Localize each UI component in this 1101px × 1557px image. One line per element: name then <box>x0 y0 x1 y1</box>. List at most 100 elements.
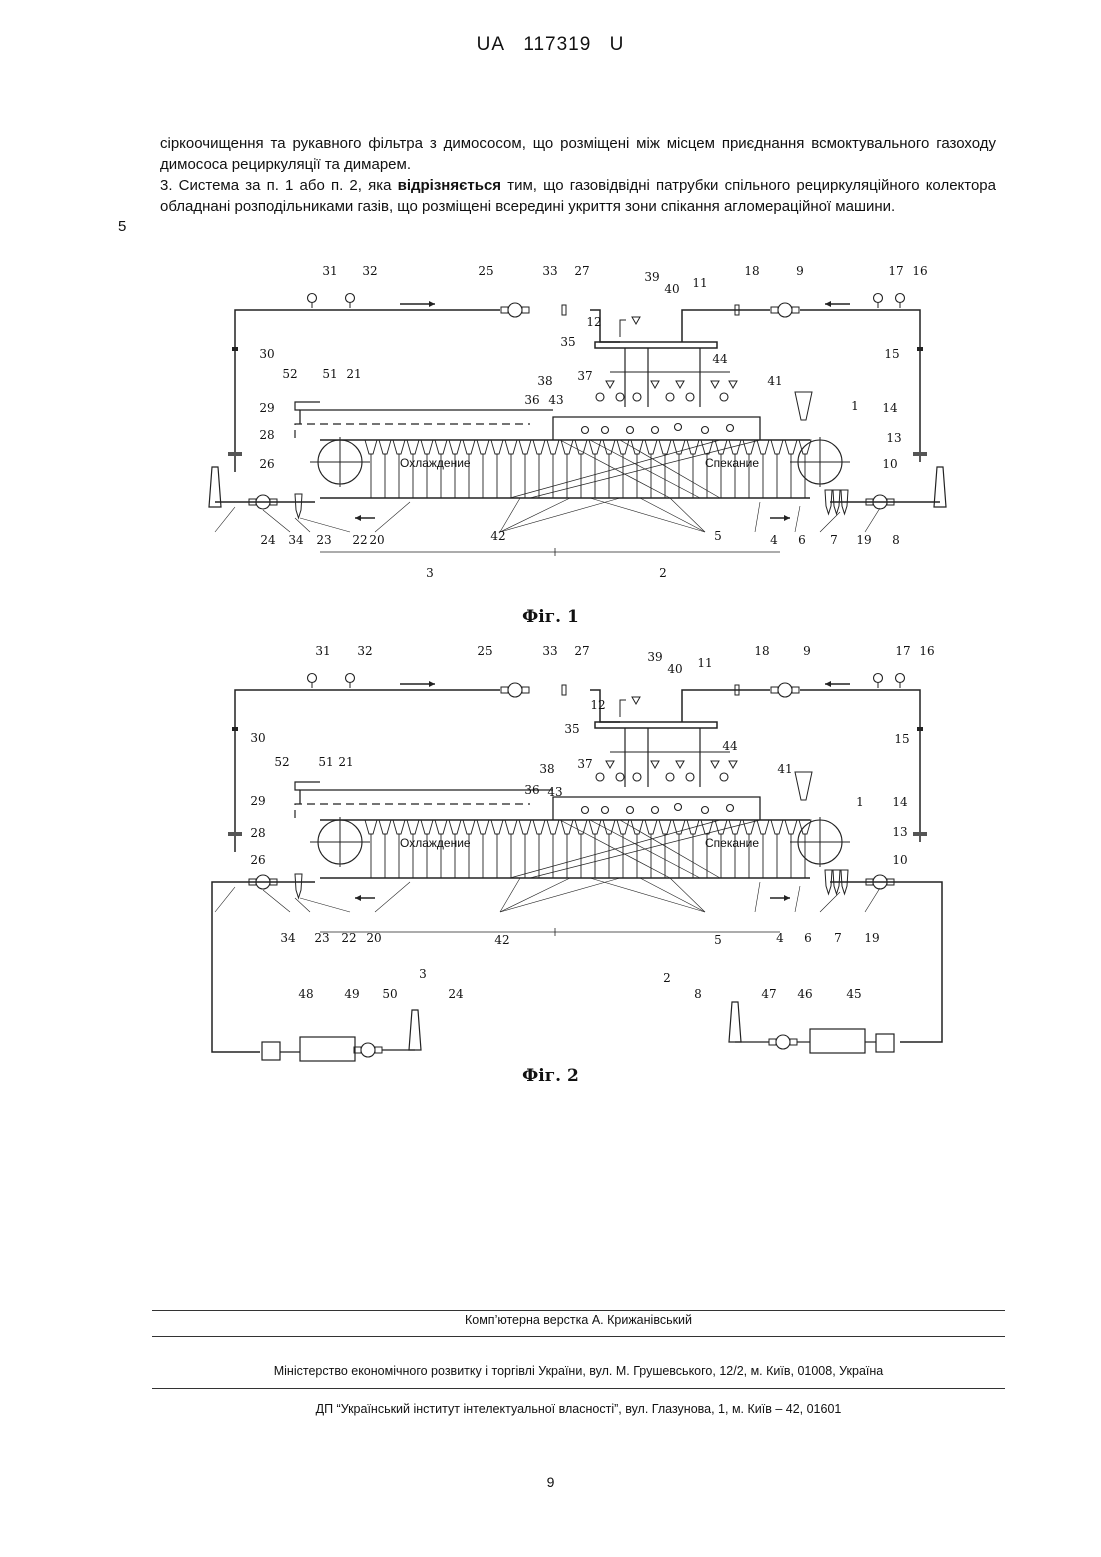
fan-inlet <box>769 1039 776 1045</box>
ref-label-13: 13 <box>892 825 907 839</box>
ref-label-31: 31 <box>315 644 330 658</box>
wind-box <box>561 440 573 454</box>
instrument-38 <box>596 393 604 401</box>
ref-label-26: 26 <box>259 457 274 471</box>
recirc-pipe-right <box>800 310 920 462</box>
leader-line <box>263 890 290 912</box>
leader-line <box>375 502 410 532</box>
ref-label-42: 42 <box>494 933 509 947</box>
ref-label-43: 43 <box>548 393 563 407</box>
patent-country: UA <box>477 34 505 55</box>
wind-box <box>715 440 727 454</box>
wind-box <box>435 820 447 834</box>
charging-hopper <box>795 392 812 420</box>
ref-label-13: 13 <box>886 431 901 445</box>
wind-box <box>659 820 671 834</box>
wind-box <box>435 440 447 454</box>
wind-box <box>659 440 671 454</box>
ref-label-10: 10 <box>882 457 897 471</box>
hood-52 <box>295 782 320 790</box>
recirc-pipe-left <box>235 310 500 317</box>
ref-label-46: 46 <box>797 987 812 1001</box>
ref-label-6: 6 <box>798 533 806 547</box>
ref-label-5: 5 <box>714 529 722 543</box>
pipe-to-cleaning-right <box>900 882 942 1042</box>
instrument-43 <box>675 424 682 431</box>
ref-label-24: 24 <box>448 987 464 1001</box>
valve-33 <box>562 305 566 315</box>
instrument-43 <box>602 427 609 434</box>
ref-label-26: 26 <box>250 853 265 867</box>
patent-kind: U <box>610 34 625 55</box>
distributor-37 <box>711 381 719 388</box>
ref-label-40: 40 <box>664 282 679 296</box>
figure-2: ОхлаждениеСпекание3132253327394011189171… <box>200 642 960 1062</box>
chimney-8-icon <box>729 1002 741 1042</box>
bag-filter-49 <box>300 1037 355 1061</box>
figure-2-label: Фіг. 2 <box>0 1066 1101 1086</box>
ref-label-21: 21 <box>346 367 361 381</box>
fan-outlet <box>792 687 799 693</box>
ref-label-45: 45 <box>846 987 861 1001</box>
zone-label-sintering: Спекание <box>705 836 759 850</box>
gauge-17-icon <box>874 294 883 303</box>
valve-28 <box>228 832 242 836</box>
wind-box <box>407 820 419 834</box>
ref-label-39: 39 <box>647 650 662 664</box>
wind-box <box>687 820 699 834</box>
valve-40-icon <box>632 697 640 704</box>
line-number: 5 <box>118 218 126 235</box>
ref-label-51: 51 <box>322 367 337 381</box>
desulfurization-48 <box>262 1042 280 1060</box>
ref-label-17: 17 <box>895 644 910 658</box>
fan-50-icon <box>361 1043 375 1057</box>
zone-label-sintering: Спекание <box>705 456 759 470</box>
ref-label-8: 8 <box>694 987 702 1001</box>
leader-line <box>755 502 760 532</box>
distributor-37 <box>711 761 719 768</box>
ref-label-37: 37 <box>577 369 592 383</box>
footer-institute: ДП “Український інститут інтелектуальної… <box>152 1402 1005 1416</box>
figure-1-label: Фіг. 1 <box>0 607 1101 627</box>
hood-52 <box>295 402 320 410</box>
figure-1-drawing: ОхлаждениеСпекание3132253327394011189171… <box>200 262 960 582</box>
ref-label-14: 14 <box>882 401 898 415</box>
valve-13 <box>913 452 927 456</box>
ref-label-34: 34 <box>280 931 296 945</box>
pipe-11 <box>682 690 770 722</box>
wind-box <box>449 820 461 834</box>
bag-filter-46 <box>810 1029 865 1053</box>
instrument-38 <box>686 393 694 401</box>
arrow-head <box>429 681 435 687</box>
wind-box <box>743 440 755 454</box>
distributor-37 <box>651 761 659 768</box>
fan-25-icon <box>508 683 522 697</box>
gauge-31-icon <box>308 674 317 683</box>
wind-box <box>547 440 559 454</box>
ref-label-35: 35 <box>560 335 575 349</box>
wind-box <box>757 440 769 454</box>
pipe-11 <box>682 310 770 342</box>
instrument-38 <box>666 773 674 781</box>
ref-label-21: 21 <box>338 755 353 769</box>
ref-label-19: 19 <box>856 533 871 547</box>
ref-label-4: 4 <box>770 533 778 547</box>
ref-label-20: 20 <box>369 533 384 547</box>
ref-label-30: 30 <box>250 731 265 745</box>
cyclone-7-icon <box>825 870 832 894</box>
claim-3-bold: відрізняється <box>398 177 501 194</box>
wind-box <box>393 440 405 454</box>
fan-47-icon <box>776 1035 790 1049</box>
sinter-hood-41 <box>553 797 760 820</box>
fan-outlet <box>375 1047 382 1053</box>
instrument-43 <box>727 425 734 432</box>
wind-box <box>365 820 377 834</box>
recirc-pipe-left <box>235 690 500 697</box>
ref-label-48: 48 <box>298 987 313 1001</box>
ref-label-39: 39 <box>644 270 659 284</box>
ref-label-3: 3 <box>419 967 427 981</box>
wind-box <box>491 820 503 834</box>
wind-box <box>519 820 531 834</box>
wind-box <box>729 820 741 834</box>
ref-label-29: 29 <box>250 794 265 808</box>
